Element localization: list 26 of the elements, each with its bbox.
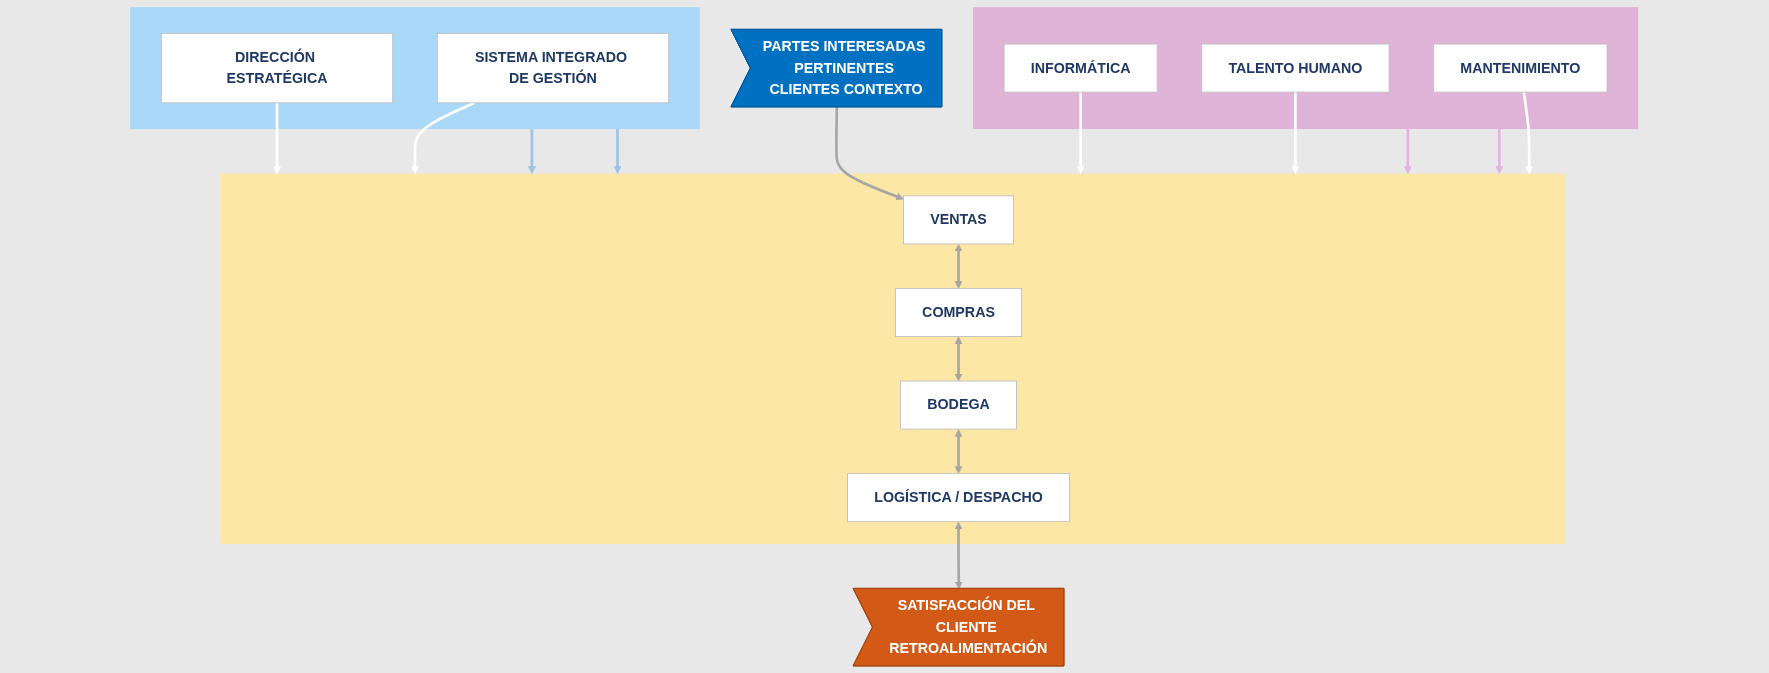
node-box: COMPRAS xyxy=(895,287,1023,337)
arrow xyxy=(528,129,537,174)
arrow xyxy=(273,102,282,174)
arrow xyxy=(411,101,476,174)
node-box: TALENTO HUMANO xyxy=(1201,43,1390,93)
arrow xyxy=(954,521,964,590)
arrow xyxy=(1522,91,1534,174)
arrow xyxy=(1077,92,1085,174)
node-box: VENTAS xyxy=(903,195,1015,245)
arrow xyxy=(954,336,963,382)
arrow xyxy=(954,429,963,474)
arrow xyxy=(1404,129,1413,174)
cluster xyxy=(973,7,1639,130)
arrow xyxy=(1291,92,1300,174)
arrow xyxy=(954,243,963,289)
node-box: LOGÍSTICA / DESPACHO xyxy=(847,473,1071,523)
node-box: INFORMÁTICA xyxy=(1004,43,1158,93)
node-box: BODEGA xyxy=(900,380,1018,430)
node-box: MANTENIMIENTO xyxy=(1433,43,1608,93)
cluster xyxy=(220,173,1566,544)
arrow xyxy=(835,107,905,201)
cluster xyxy=(130,7,701,130)
node-box: SISTEMA INTEGRADO DE GESTIÓN xyxy=(437,32,670,104)
node-box: DIRECCIÓN ESTRATÉGICA xyxy=(161,32,394,104)
arrow xyxy=(613,129,622,174)
arrow xyxy=(1495,129,1504,174)
